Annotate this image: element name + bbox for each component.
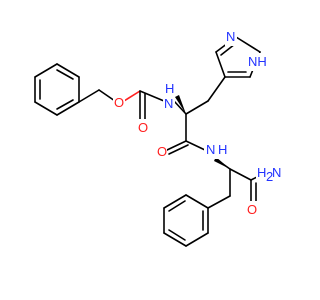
molecule-diagram: NH N H N O O O N H H 2 N O xyxy=(34,28,286,247)
bond-n-to-alpha xyxy=(173,100,187,115)
bond-ring2-b xyxy=(185,232,209,247)
bond-ring1-c xyxy=(56,101,80,116)
label-bg-terminal-amide-o xyxy=(245,201,261,219)
atom-label-carbamate-o1: O xyxy=(114,95,124,110)
stereo-wedge-upper xyxy=(175,95,186,114)
atom-label-terminal-amide-n: N xyxy=(272,165,281,180)
label-bg-carbamate-h xyxy=(163,80,175,98)
bond-ring2-e xyxy=(163,194,187,209)
label-bg-carbamate-n xyxy=(163,95,175,113)
label-bg-amide-o xyxy=(155,143,167,161)
atom-label-terminal-amide-sub: 2 xyxy=(266,169,273,184)
atom-label-carbamate-n: N xyxy=(164,96,173,111)
bond-alpha-to-carboxamide xyxy=(229,168,252,181)
bond-ring1-f xyxy=(34,63,58,78)
bond-ring-to-ch2 xyxy=(78,89,100,103)
atom-label-carbamate-h: H xyxy=(165,81,174,96)
bond-alpha-to-ch2 xyxy=(185,100,209,115)
label-bg-ring-n xyxy=(225,28,237,46)
label-bg-terminal-amide-h2 xyxy=(256,164,286,182)
bond-ring1-b xyxy=(34,101,58,116)
bond-ring1-inner-2 xyxy=(56,99,74,110)
bond-ring1-e xyxy=(56,63,80,78)
bond-ch2-to-o xyxy=(98,89,116,102)
atom-labels: NH N H N O O O N H H 2 N O xyxy=(113,28,286,219)
histidine-branch xyxy=(166,76,226,155)
bond-ring2-f xyxy=(185,194,209,209)
bond-amide-double-b xyxy=(168,144,189,155)
benzyl-chain xyxy=(78,89,165,120)
bond-ch2-to-ring xyxy=(207,76,226,102)
bond-carbonyl-to-n xyxy=(139,90,165,102)
bond-imid-1 xyxy=(215,51,226,78)
atom-label-ring-nh: NH xyxy=(248,54,267,69)
label-bg-carbamate-o2 xyxy=(136,119,148,137)
bond-ring2-inner-2 xyxy=(168,229,186,241)
bond-imid-3 xyxy=(235,36,261,53)
bond-o-to-carbonyl xyxy=(123,90,141,102)
atom-label-amide-h: H xyxy=(218,142,227,157)
benzyl-ring-left xyxy=(34,63,80,116)
stereo-wedge-lower xyxy=(214,157,230,169)
bond-ring2-inner-3 xyxy=(168,200,186,212)
bond-amide-c-to-n xyxy=(185,140,206,151)
atom-label-terminal-amide-h: H xyxy=(257,165,266,180)
label-bg-carbamate-o1 xyxy=(113,94,125,112)
bond-amide-double-a xyxy=(166,140,187,151)
atom-label-terminal-amide-o: O xyxy=(247,202,257,217)
atom-label-amide-o: O xyxy=(157,144,167,159)
bond-ring2-c xyxy=(163,232,187,247)
bond-ring1-inner-3 xyxy=(56,69,74,80)
label-bg-ring-nh xyxy=(247,53,273,71)
benzyl-ring-bottom xyxy=(163,194,209,247)
bond-benzyl-ch2-to-ring xyxy=(207,195,231,209)
label-bg-amide-n xyxy=(204,141,218,159)
label-bg-amide-h xyxy=(217,141,229,159)
atom-label-ring-n: N xyxy=(226,29,235,44)
atom-label-carbamate-o2: O xyxy=(138,120,148,135)
atom-label-amide-n: N xyxy=(206,142,215,157)
